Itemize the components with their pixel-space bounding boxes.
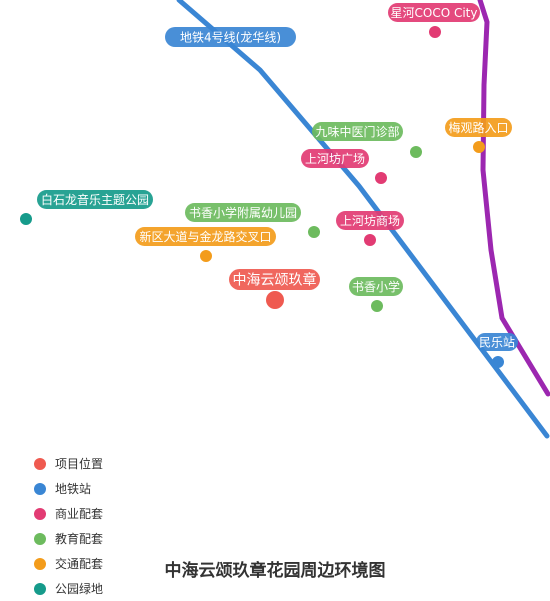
- legend-item-commercial[interactable]: 商业配套: [34, 501, 154, 526]
- legend-label: 教育配套: [55, 532, 104, 546]
- legend-item-transport[interactable]: 交通配套: [34, 551, 154, 576]
- poi-label-layer: 星河COCO City 地铁4号线(龙华线) 九味中医门诊部 梅观路入口上河坊广场白石…: [37, 3, 518, 351]
- poi-label-background: [312, 122, 403, 141]
- poi-label-text: 书香小学: [352, 279, 400, 294]
- poi-label-background: [135, 227, 276, 246]
- legend-label: 交通配套: [55, 557, 104, 571]
- legend-label: 地铁站: [55, 482, 92, 496]
- poi-label-text: 新区大道与金龙路交叉口: [139, 229, 271, 244]
- legend-swatch-park: [34, 582, 46, 595]
- legend: 项目位置 地铁站 商业配套 教育配套 交通配套 公园绿地: [34, 451, 154, 601]
- poi-label-background: [301, 149, 369, 168]
- legend-swatch-project: [34, 457, 46, 470]
- legend-swatch-education: [34, 532, 46, 545]
- legend-label: 项目位置: [55, 457, 104, 471]
- poi-label-commercial[interactable]: 星河COCO City: [388, 3, 480, 22]
- poi-label-background: [37, 190, 153, 209]
- poi-label-metro[interactable]: 民乐站: [476, 333, 518, 351]
- legend-swatch-commercial: [34, 507, 46, 520]
- poi-marker-education[interactable]: [410, 146, 422, 158]
- poi-label-text: 九味中医门诊部: [315, 124, 399, 139]
- poi-label-text: 白石龙音乐主题公园: [41, 192, 149, 207]
- poi-label-background: [165, 27, 296, 47]
- legend-swatch-metro: [34, 482, 46, 495]
- poi-label-metro[interactable]: 地铁4号线(龙华线): [165, 27, 296, 47]
- legend-item-park[interactable]: 公园绿地: [34, 576, 154, 601]
- poi-label-text: 民乐站: [479, 336, 515, 350]
- poi-label-project[interactable]: 中海云颂玖章: [229, 269, 320, 290]
- poi-label-text: 上河坊广场: [305, 151, 365, 166]
- poi-label-commercial[interactable]: 上河坊广场: [301, 149, 369, 168]
- legend-label: 公园绿地: [55, 582, 104, 596]
- legend-label: 商业配套: [55, 507, 104, 521]
- poi-label-text: 书香小学附属幼儿园: [189, 205, 297, 220]
- poi-layer: [20, 26, 504, 368]
- poi-label-text: 地铁4号线(龙华线): [180, 31, 281, 45]
- poi-marker-education[interactable]: [308, 226, 320, 238]
- poi-label-background: [185, 203, 301, 222]
- map-title: 中海云颂玖章花园周边环境图: [164, 561, 386, 581]
- poi-label-education[interactable]: 书香小学附属幼儿园: [185, 203, 301, 222]
- poi-label-background: [229, 269, 320, 290]
- poi-label-text: 中海云颂玖章: [233, 272, 317, 289]
- poi-label-education[interactable]: 九味中医门诊部: [312, 122, 403, 141]
- poi-marker-commercial[interactable]: [429, 26, 441, 38]
- metro-line-purple: [477, 0, 550, 397]
- poi-marker-commercial[interactable]: [375, 172, 387, 184]
- poi-label-transport[interactable]: 新区大道与金龙路交叉口: [135, 227, 276, 246]
- poi-label-transport[interactable]: 梅观路入口: [445, 118, 512, 137]
- poi-label-commercial[interactable]: 上河坊商场: [336, 211, 404, 230]
- poi-label-background: [445, 118, 512, 137]
- poi-marker-project[interactable]: [266, 291, 284, 309]
- poi-label-background: [336, 211, 404, 230]
- poi-marker-metro[interactable]: [492, 356, 504, 368]
- poi-marker-commercial[interactable]: [364, 234, 376, 246]
- poi-marker-education[interactable]: [371, 300, 383, 312]
- legend-item-project[interactable]: 项目位置: [34, 451, 154, 476]
- poi-marker-transport[interactable]: [200, 250, 212, 262]
- poi-label-park[interactable]: 白石龙音乐主题公园: [37, 190, 153, 209]
- poi-label-education[interactable]: 书香小学: [349, 277, 403, 296]
- poi-label-background: [349, 277, 403, 296]
- poi-label-background: [388, 3, 480, 22]
- poi-marker-transport[interactable]: [473, 141, 485, 153]
- legend-swatch-transport: [34, 557, 46, 570]
- poi-label-text: 星河COCO City: [391, 6, 478, 20]
- poi-marker-park[interactable]: [20, 213, 32, 225]
- legend-item-metro[interactable]: 地铁站: [34, 476, 154, 501]
- poi-label-text: 梅观路入口: [448, 120, 508, 135]
- legend-item-education[interactable]: 教育配套: [34, 526, 154, 551]
- poi-label-background: [476, 333, 518, 351]
- poi-label-text: 上河坊商场: [340, 213, 400, 228]
